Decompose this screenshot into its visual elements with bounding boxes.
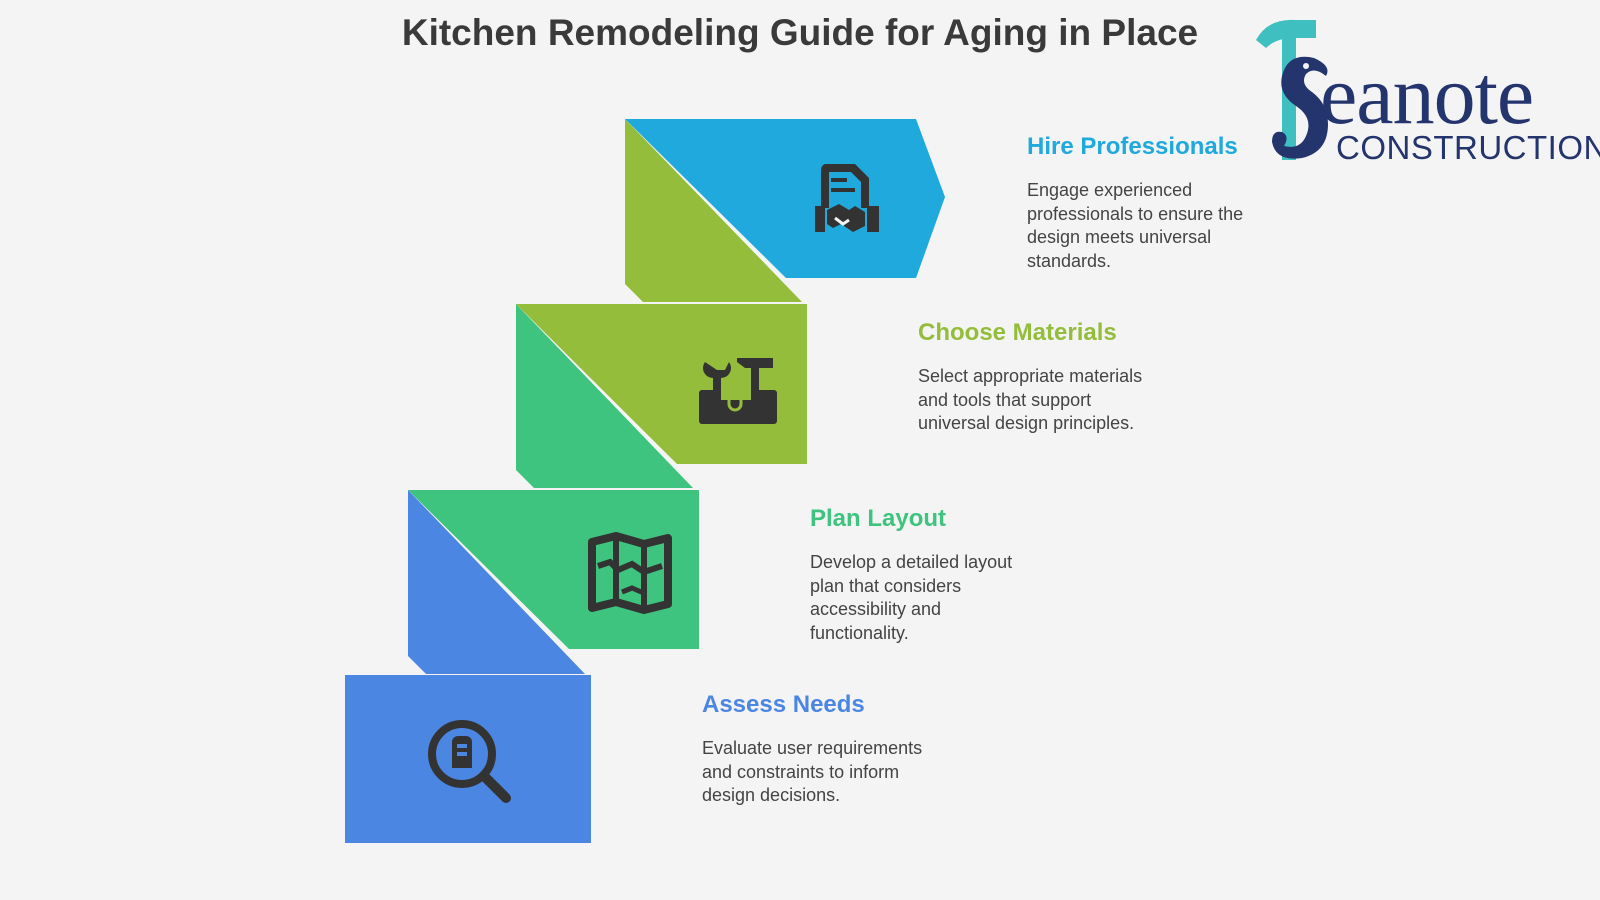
hire-step-side-face — [625, 119, 802, 302]
search-document-icon — [428, 720, 511, 803]
assess-needs-description: Evaluate user requirements and constrain… — [702, 738, 923, 805]
logo-wordmark: eanote — [1320, 49, 1534, 142]
choose-materials-heading: Choose Materials — [918, 319, 1117, 346]
step-choose-materials — [516, 304, 807, 488]
page-title: Kitchen Remodeling Guide for Aging in Pl… — [401, 12, 1199, 53]
choose-materials-description: Select appropriate materials and tools t… — [918, 366, 1143, 433]
hammer-seahorse-logo-mark — [1256, 19, 1328, 160]
map-icon — [588, 532, 672, 614]
plan-layout-heading: Plan Layout — [810, 505, 947, 532]
step-plan-layout — [408, 490, 699, 674]
toolbox-icon — [699, 358, 777, 424]
materials-step-side-face — [516, 304, 693, 488]
hire-professionals-heading: Hire Professionals — [1027, 133, 1238, 160]
hire-step-front-face — [625, 119, 945, 278]
logo-subtext: CONSTRUCTION — [1336, 129, 1600, 166]
plan-step-front-face — [408, 490, 699, 649]
plan-layout-description: Develop a detailed layout plan that cons… — [810, 552, 1013, 643]
step-hire-professionals — [625, 119, 945, 302]
plan-step-side-face — [408, 490, 585, 674]
assess-needs-heading: Assess Needs — [702, 691, 865, 718]
contract-handshake-icon — [815, 164, 879, 232]
step-assess-needs — [345, 675, 591, 843]
hire-professionals-description: Engage experienced professionals to ensu… — [1027, 180, 1244, 271]
seanote-construction-logo: eanote CONSTRUCTION — [1254, 18, 1600, 168]
